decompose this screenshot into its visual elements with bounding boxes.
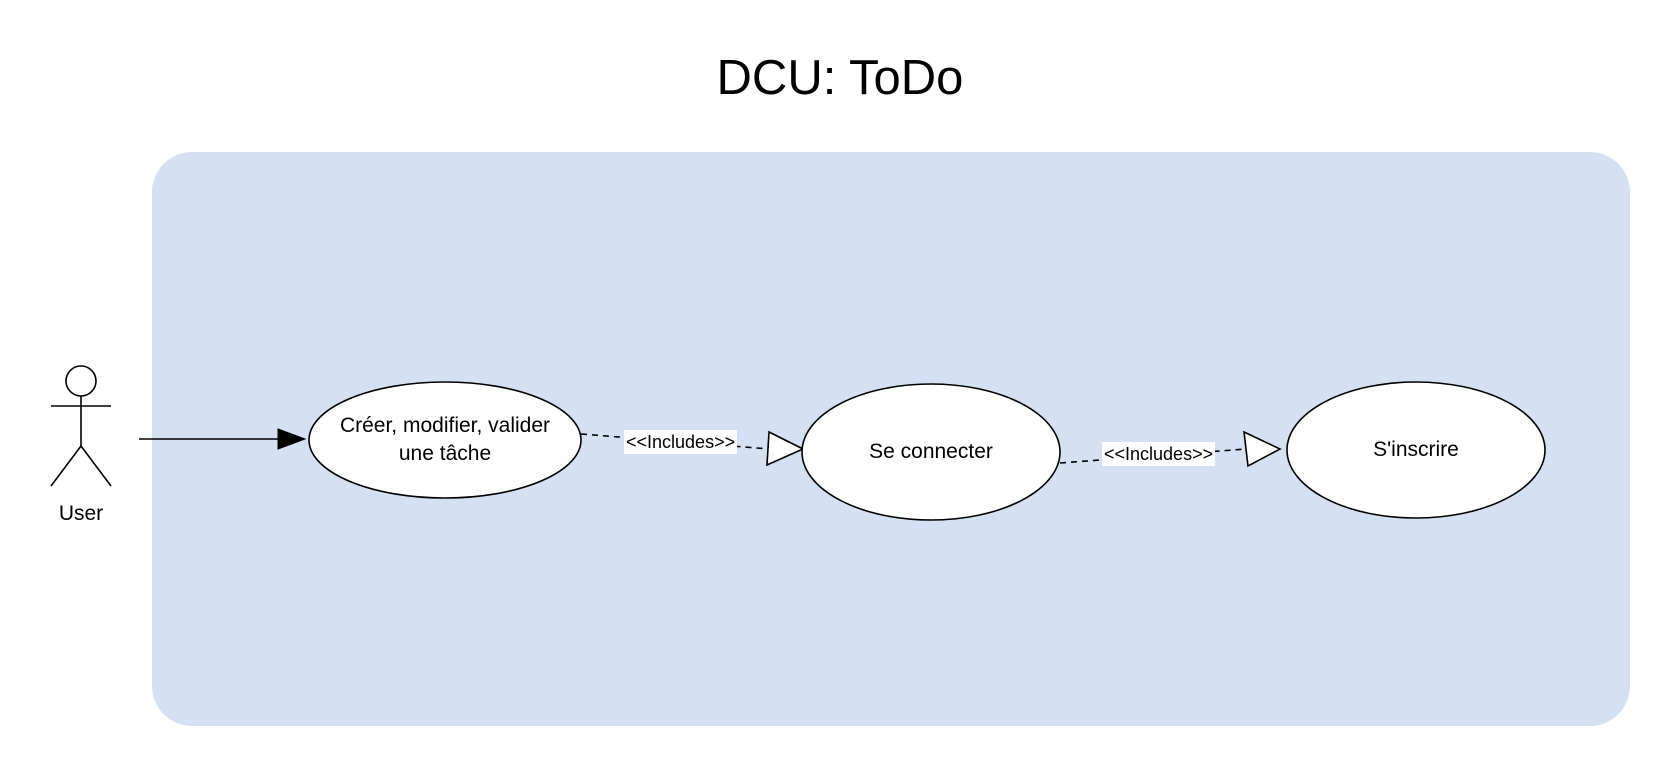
include-create-task-to-login: [580, 430, 805, 467]
use-case-login-label: Se connecter: [869, 440, 993, 463]
actor-user-figure: [50, 365, 112, 487]
use-case-signup-ellipse[interactable]: [1286, 381, 1546, 519]
use-case-create-task-label: Créer, modifier, valider une tâche: [309, 412, 581, 468]
use-case-signup-label: S'inscrire: [1373, 438, 1459, 461]
include-label-2: <<Includes>>: [1102, 442, 1216, 466]
use-case-login-ellipse[interactable]: [801, 383, 1061, 521]
diagram-title: DCU: ToDo: [716, 51, 964, 105]
association-user-to-create-task: [139, 428, 307, 450]
use-case-create-task-ellipse[interactable]: [308, 381, 582, 499]
use-case-create-task-label-line2: une tâche: [398, 442, 492, 465]
actor-user-label: User: [58, 502, 104, 525]
include-label-1: <<Includes>>: [624, 430, 738, 454]
use-case-create-task-label-line1: Créer, modifier, valider: [339, 414, 551, 437]
